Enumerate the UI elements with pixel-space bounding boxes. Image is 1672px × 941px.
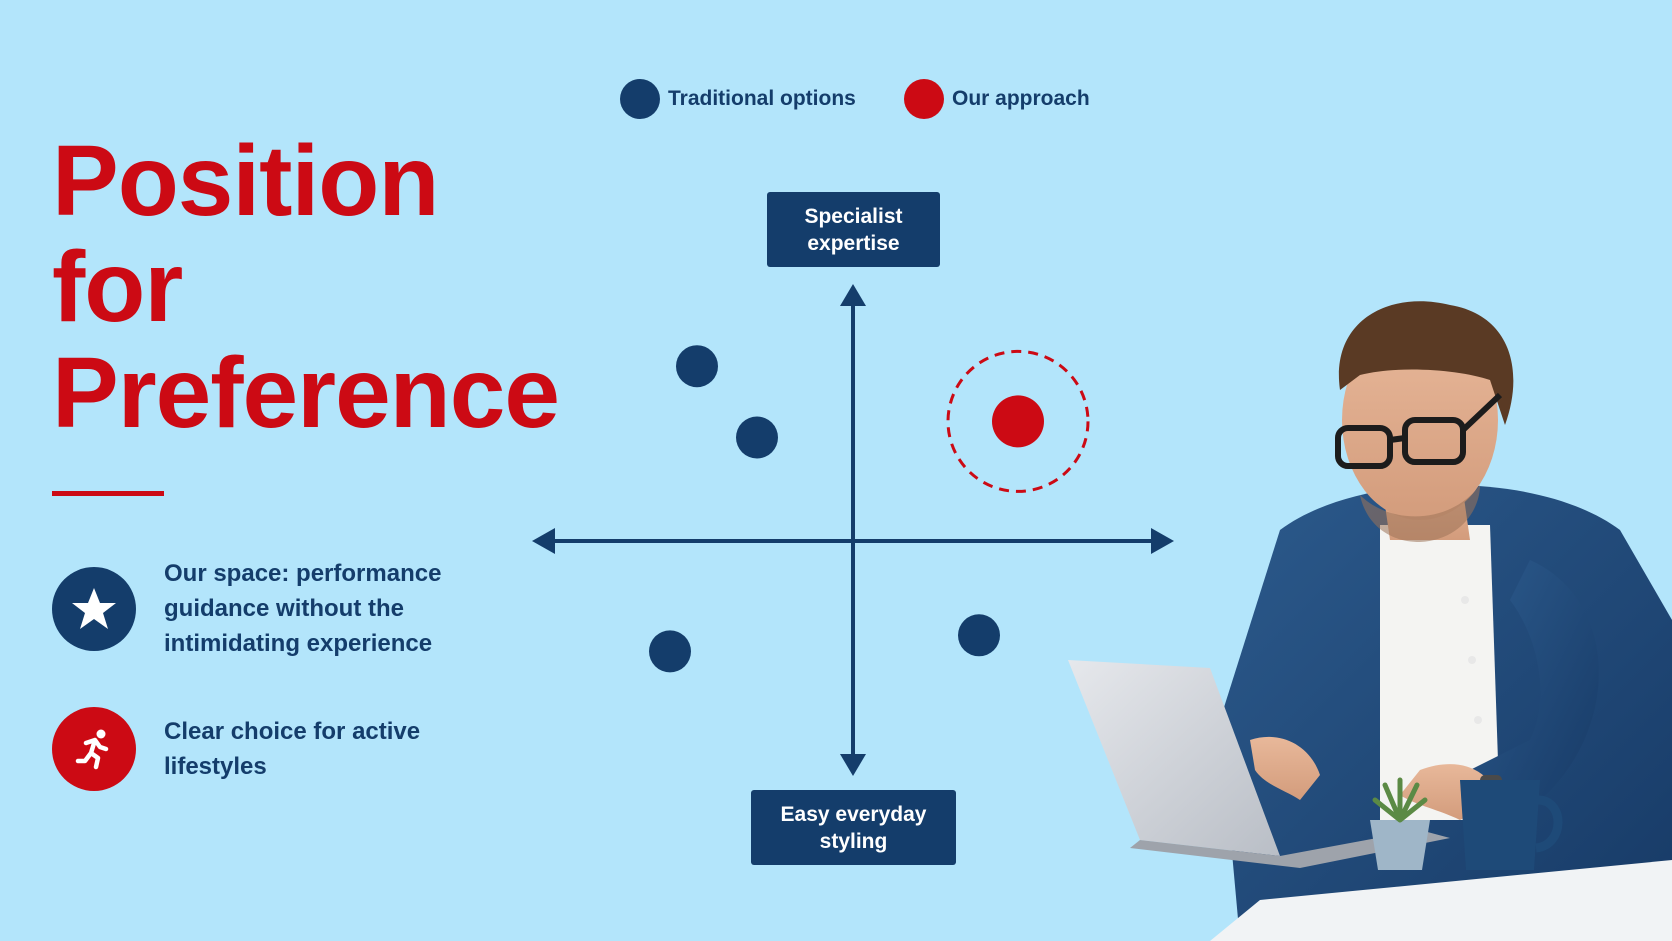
legend-dot-traditional bbox=[620, 79, 660, 119]
data-points bbox=[649, 345, 1090, 673]
page-title: Position for Preference bbox=[52, 125, 560, 449]
axis-label-top: Specialist expertise bbox=[767, 192, 940, 267]
running-person-icon bbox=[75, 729, 109, 770]
t-shirt bbox=[1380, 525, 1500, 820]
axes bbox=[532, 284, 1174, 776]
coffee-mug bbox=[1460, 780, 1563, 870]
feature-item-lifestyle: Clear choice for active lifestyles bbox=[52, 707, 464, 791]
highlight-ring bbox=[946, 349, 1090, 493]
person-at-laptop-illustration bbox=[1068, 301, 1672, 941]
axis-label-bottom: Easy everyday styling bbox=[751, 790, 956, 865]
title-line-1: Position bbox=[52, 125, 439, 237]
traditional-point-2 bbox=[736, 416, 778, 459]
arrow-up bbox=[840, 284, 866, 306]
traditional-point-3 bbox=[649, 630, 691, 673]
title-line-2: for bbox=[52, 231, 183, 343]
running-badge bbox=[52, 707, 136, 791]
legend-item-ours: Our approach bbox=[904, 79, 1090, 119]
legend-label-traditional: Traditional options bbox=[668, 87, 856, 110]
legend-dot-ours bbox=[904, 79, 944, 119]
feature-text-space: Our space: performance guidance without … bbox=[164, 560, 442, 657]
star-badge bbox=[52, 566, 136, 651]
title-line-3: Preference bbox=[52, 337, 560, 449]
traditional-point-4 bbox=[958, 614, 1000, 657]
legend-label-ours: Our approach bbox=[952, 87, 1090, 110]
hair bbox=[1338, 301, 1514, 425]
star-icon bbox=[72, 587, 116, 629]
arrow-right bbox=[1151, 528, 1174, 554]
potted-plant bbox=[1370, 777, 1430, 870]
arrow-left bbox=[532, 528, 555, 554]
legend-item-traditional: Traditional options bbox=[620, 79, 856, 119]
arrow-down bbox=[840, 754, 866, 776]
feature-item-space: Our space: performance guidance without … bbox=[52, 556, 464, 661]
desk bbox=[1210, 860, 1672, 941]
laptop bbox=[1068, 660, 1450, 868]
glasses bbox=[1335, 392, 1503, 469]
our-approach-point-1 bbox=[992, 395, 1044, 448]
traditional-point-1 bbox=[676, 345, 718, 388]
title-underline bbox=[52, 491, 164, 496]
feature-text-lifestyle: Clear choice for active lifestyles bbox=[164, 718, 421, 780]
